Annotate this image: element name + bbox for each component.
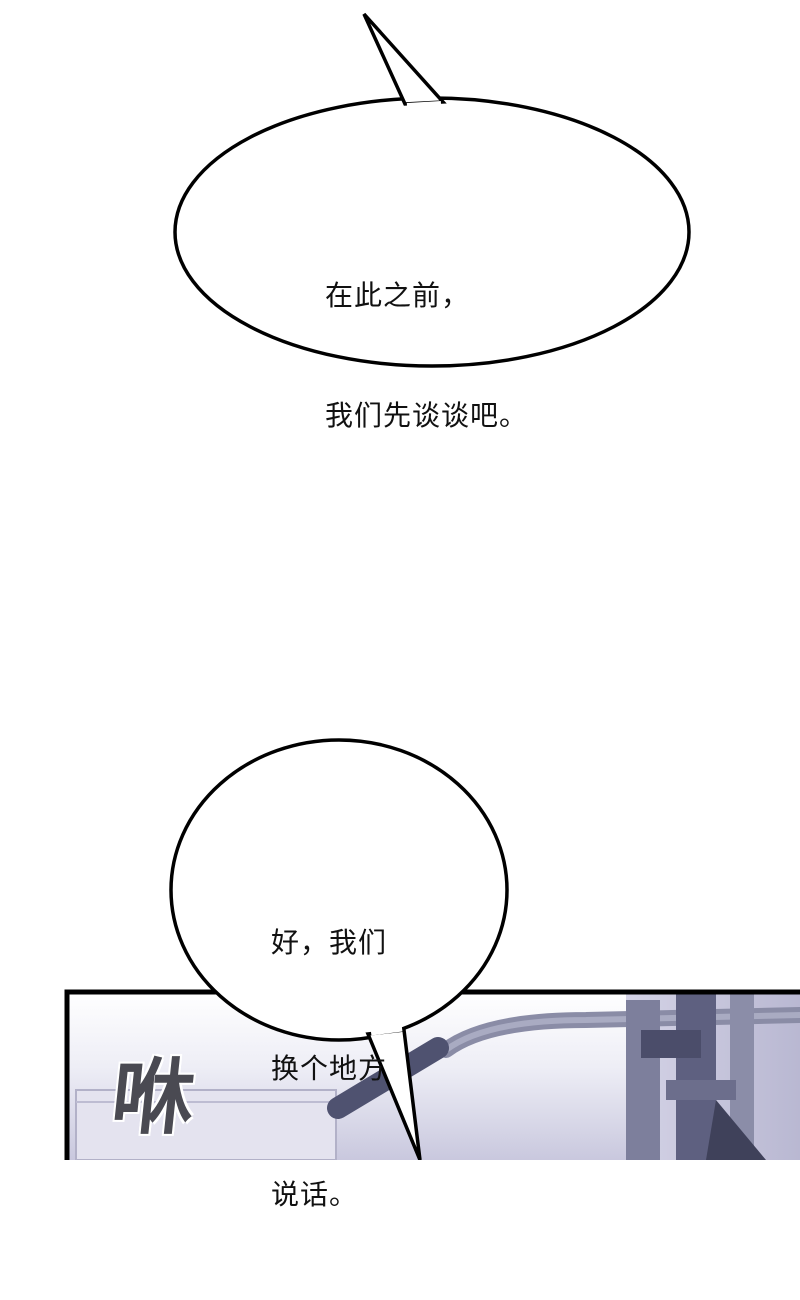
speech-bubble-layer	[64, 12, 800, 1160]
speech-line: 在此之前，	[325, 279, 471, 312]
speech-line: 换个地方	[271, 1052, 388, 1085]
comic-page: 在此之前， 我们先谈谈吧。 好，我们 换个地方 说话。 咻	[64, 12, 800, 1211]
speech-line: 说话。	[271, 1178, 359, 1211]
speech-text-top: 在此之前， 我们先谈谈吧。	[325, 196, 528, 516]
sound-effect: 咻	[107, 1051, 196, 1146]
speech-line: 我们先谈谈吧。	[325, 399, 529, 432]
speech-line: 好，我们	[271, 926, 388, 959]
speech-text-bottom: 好，我们 换个地方 说话。	[271, 838, 387, 1300]
